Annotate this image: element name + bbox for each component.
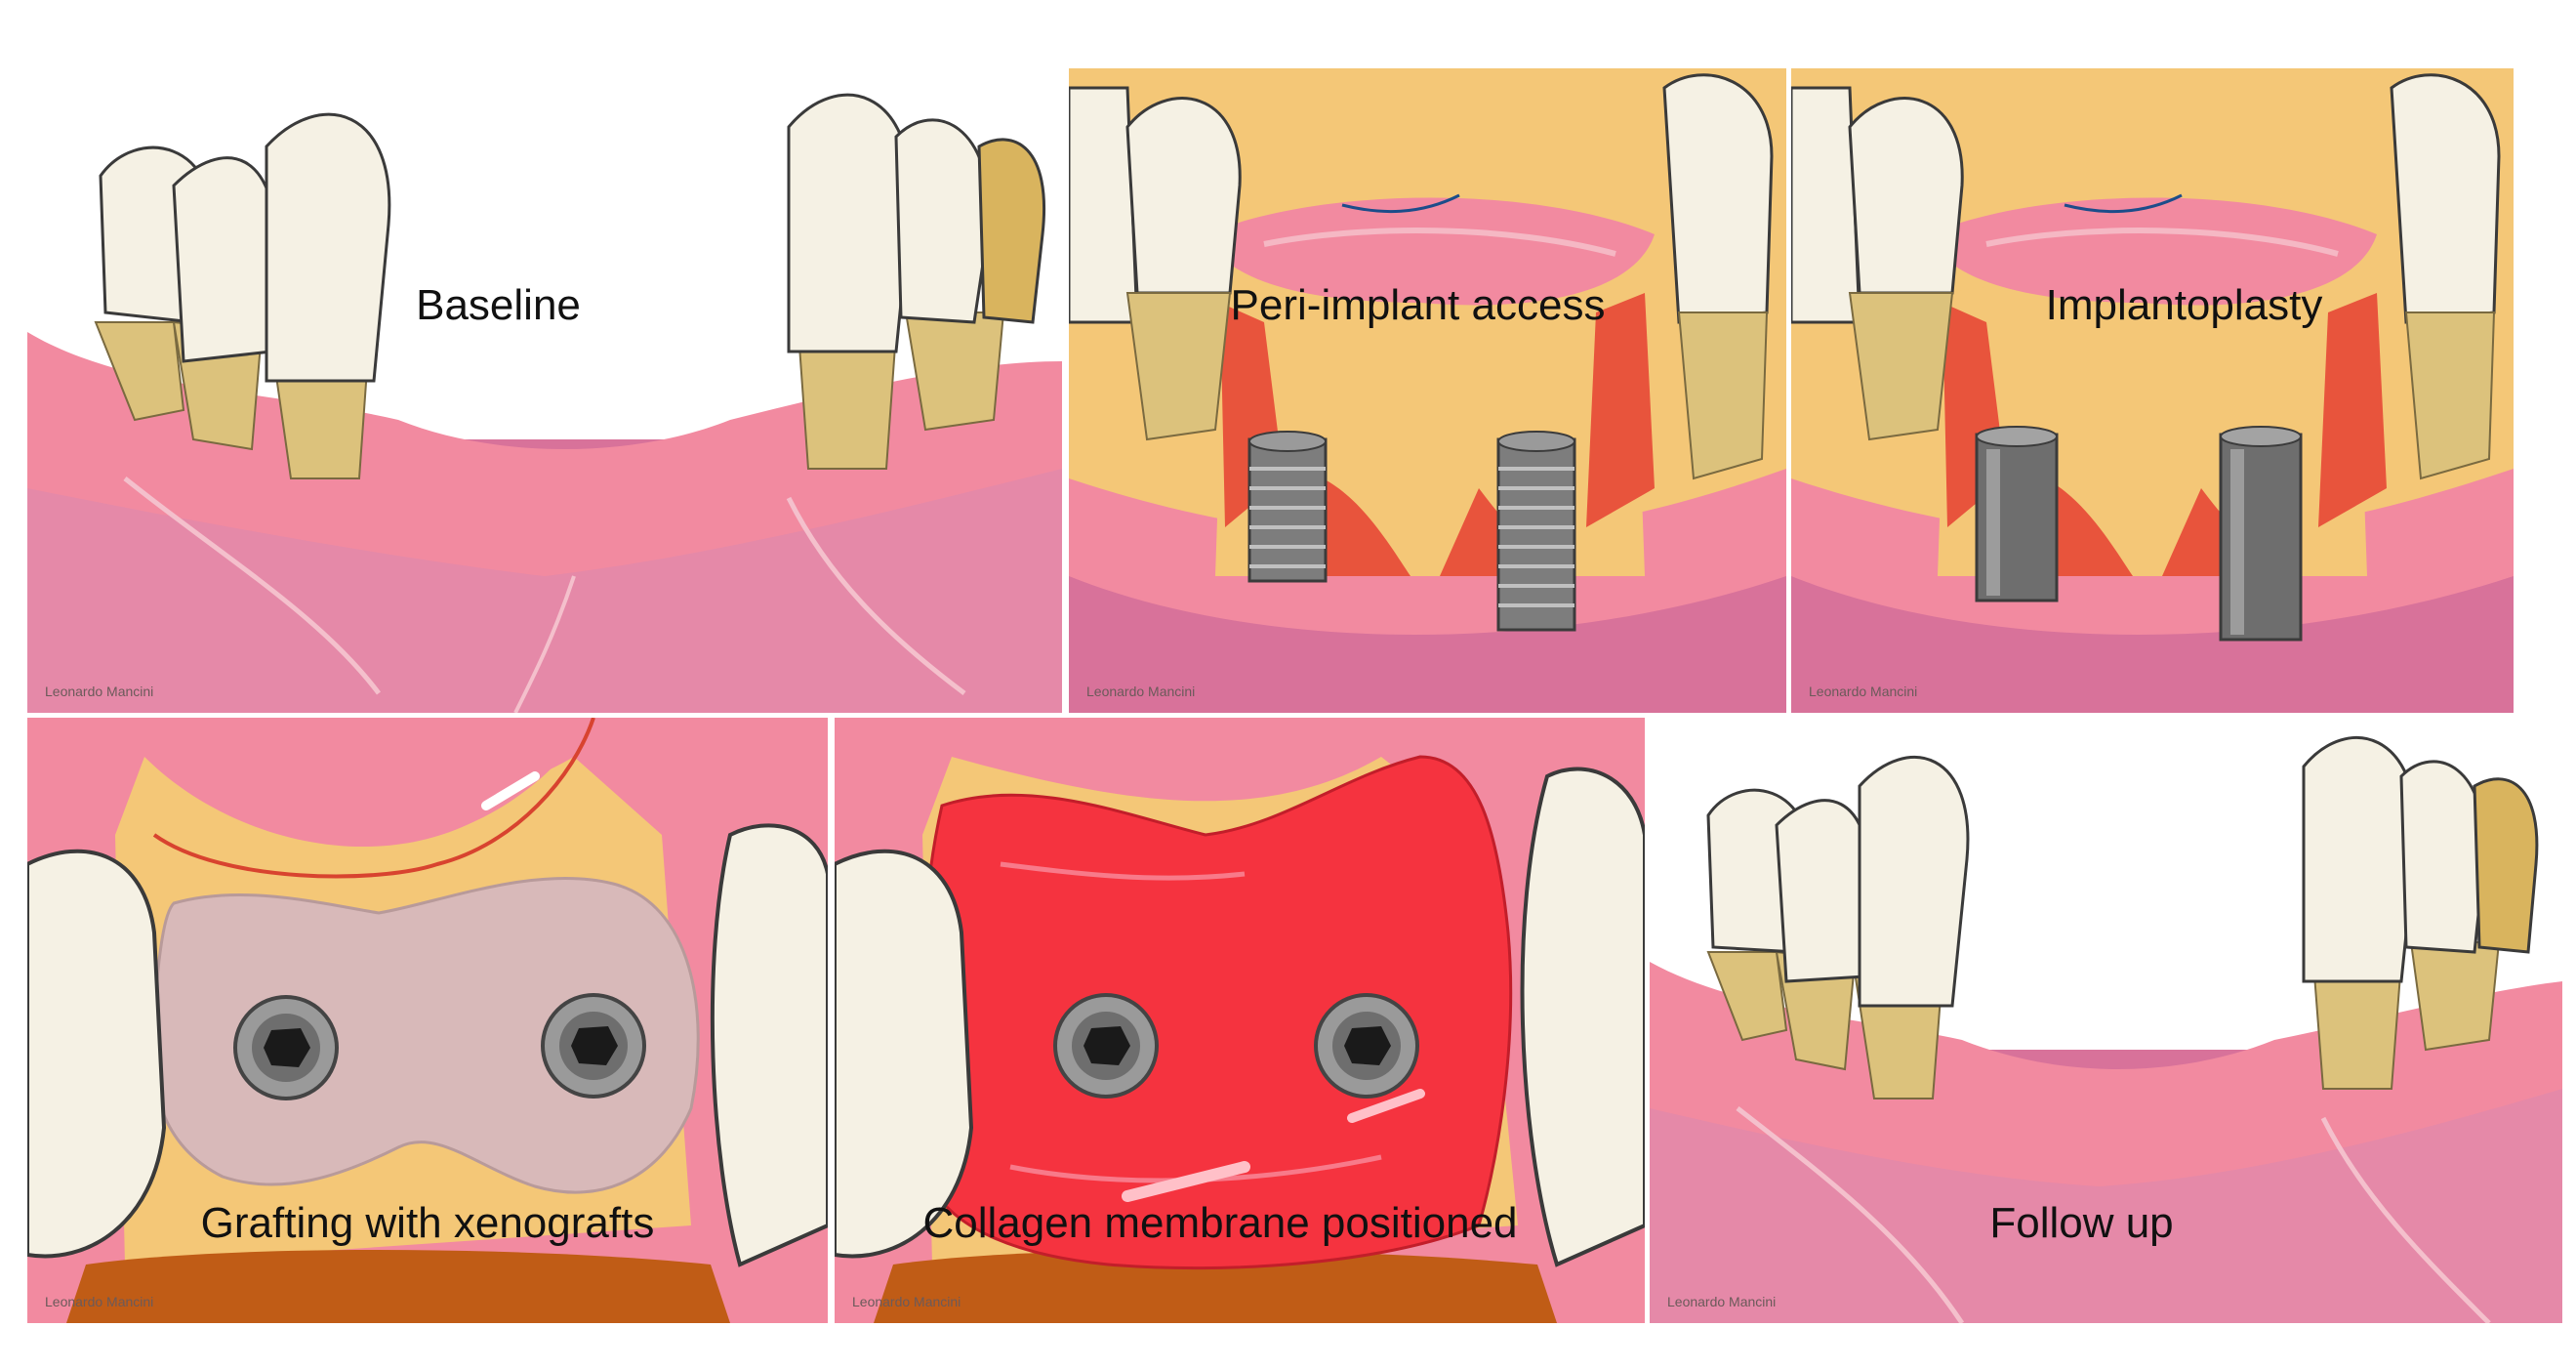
caption-baseline: Baseline: [416, 281, 581, 329]
credit-grafting: Leonardo Mancini: [45, 1294, 154, 1309]
credit-implantoplasty: Leonardo Mancini: [1809, 684, 1918, 699]
credit-follow-up: Leonardo Mancini: [1667, 1294, 1777, 1309]
grafting-illustration: [27, 718, 828, 1323]
membrane-implant-cap-left: [1053, 993, 1159, 1099]
panel-access: Peri-implant access Leonardo Mancini: [1069, 68, 1786, 713]
polished-implant-left: [1975, 426, 2059, 602]
follow-up-right-teeth: [2302, 735, 2539, 1090]
collagen-membrane: [920, 755, 1513, 1270]
follow-up-left-teeth: [1706, 755, 1970, 1099]
credit-membrane: Leonardo Mancini: [852, 1294, 961, 1309]
panel-baseline: Baseline Leonardo Mancini: [27, 68, 1062, 713]
xenograft-area: [150, 876, 700, 1194]
panel-implantoplasty: Implantoplasty Leonardo Mancini: [1791, 68, 2514, 713]
access-illustration: [1069, 68, 1786, 713]
implantoplasty-illustration: [1791, 68, 2514, 713]
access-teeth: [1069, 73, 1774, 480]
caption-implantoplasty: Implantoplasty: [2045, 281, 2323, 329]
left-teeth: [94, 112, 391, 479]
caption-follow-up: Follow up: [1989, 1199, 2174, 1247]
baseline-illustration: [27, 93, 1062, 713]
panel-membrane: Collagen membrane positioned Leonardo Ma…: [835, 718, 1645, 1323]
membrane-implant-cap-right: [1314, 993, 1419, 1099]
implant-cap-right: [541, 993, 646, 1099]
implant-cap-left: [233, 995, 339, 1100]
follow-up-illustration: [1650, 735, 2562, 1323]
credit-baseline: Leonardo Mancini: [45, 684, 154, 699]
implant-right: [1496, 431, 1576, 632]
right-teeth: [787, 93, 1045, 470]
membrane-illustration: [835, 718, 1645, 1323]
panel-follow-up: Follow up Leonardo Mancini: [1650, 718, 2562, 1323]
credit-access: Leonardo Mancini: [1086, 684, 1196, 699]
caption-grafting: Grafting with xenografts: [200, 1199, 655, 1247]
caption-membrane: Collagen membrane positioned: [922, 1199, 1518, 1247]
polished-implant-right: [2219, 426, 2303, 642]
caption-access: Peri-implant access: [1230, 281, 1606, 329]
panel-grafting: Grafting with xenografts Leonardo Mancin…: [27, 718, 828, 1323]
implant-left: [1247, 431, 1328, 583]
implantoplasty-teeth: [1791, 73, 2501, 480]
